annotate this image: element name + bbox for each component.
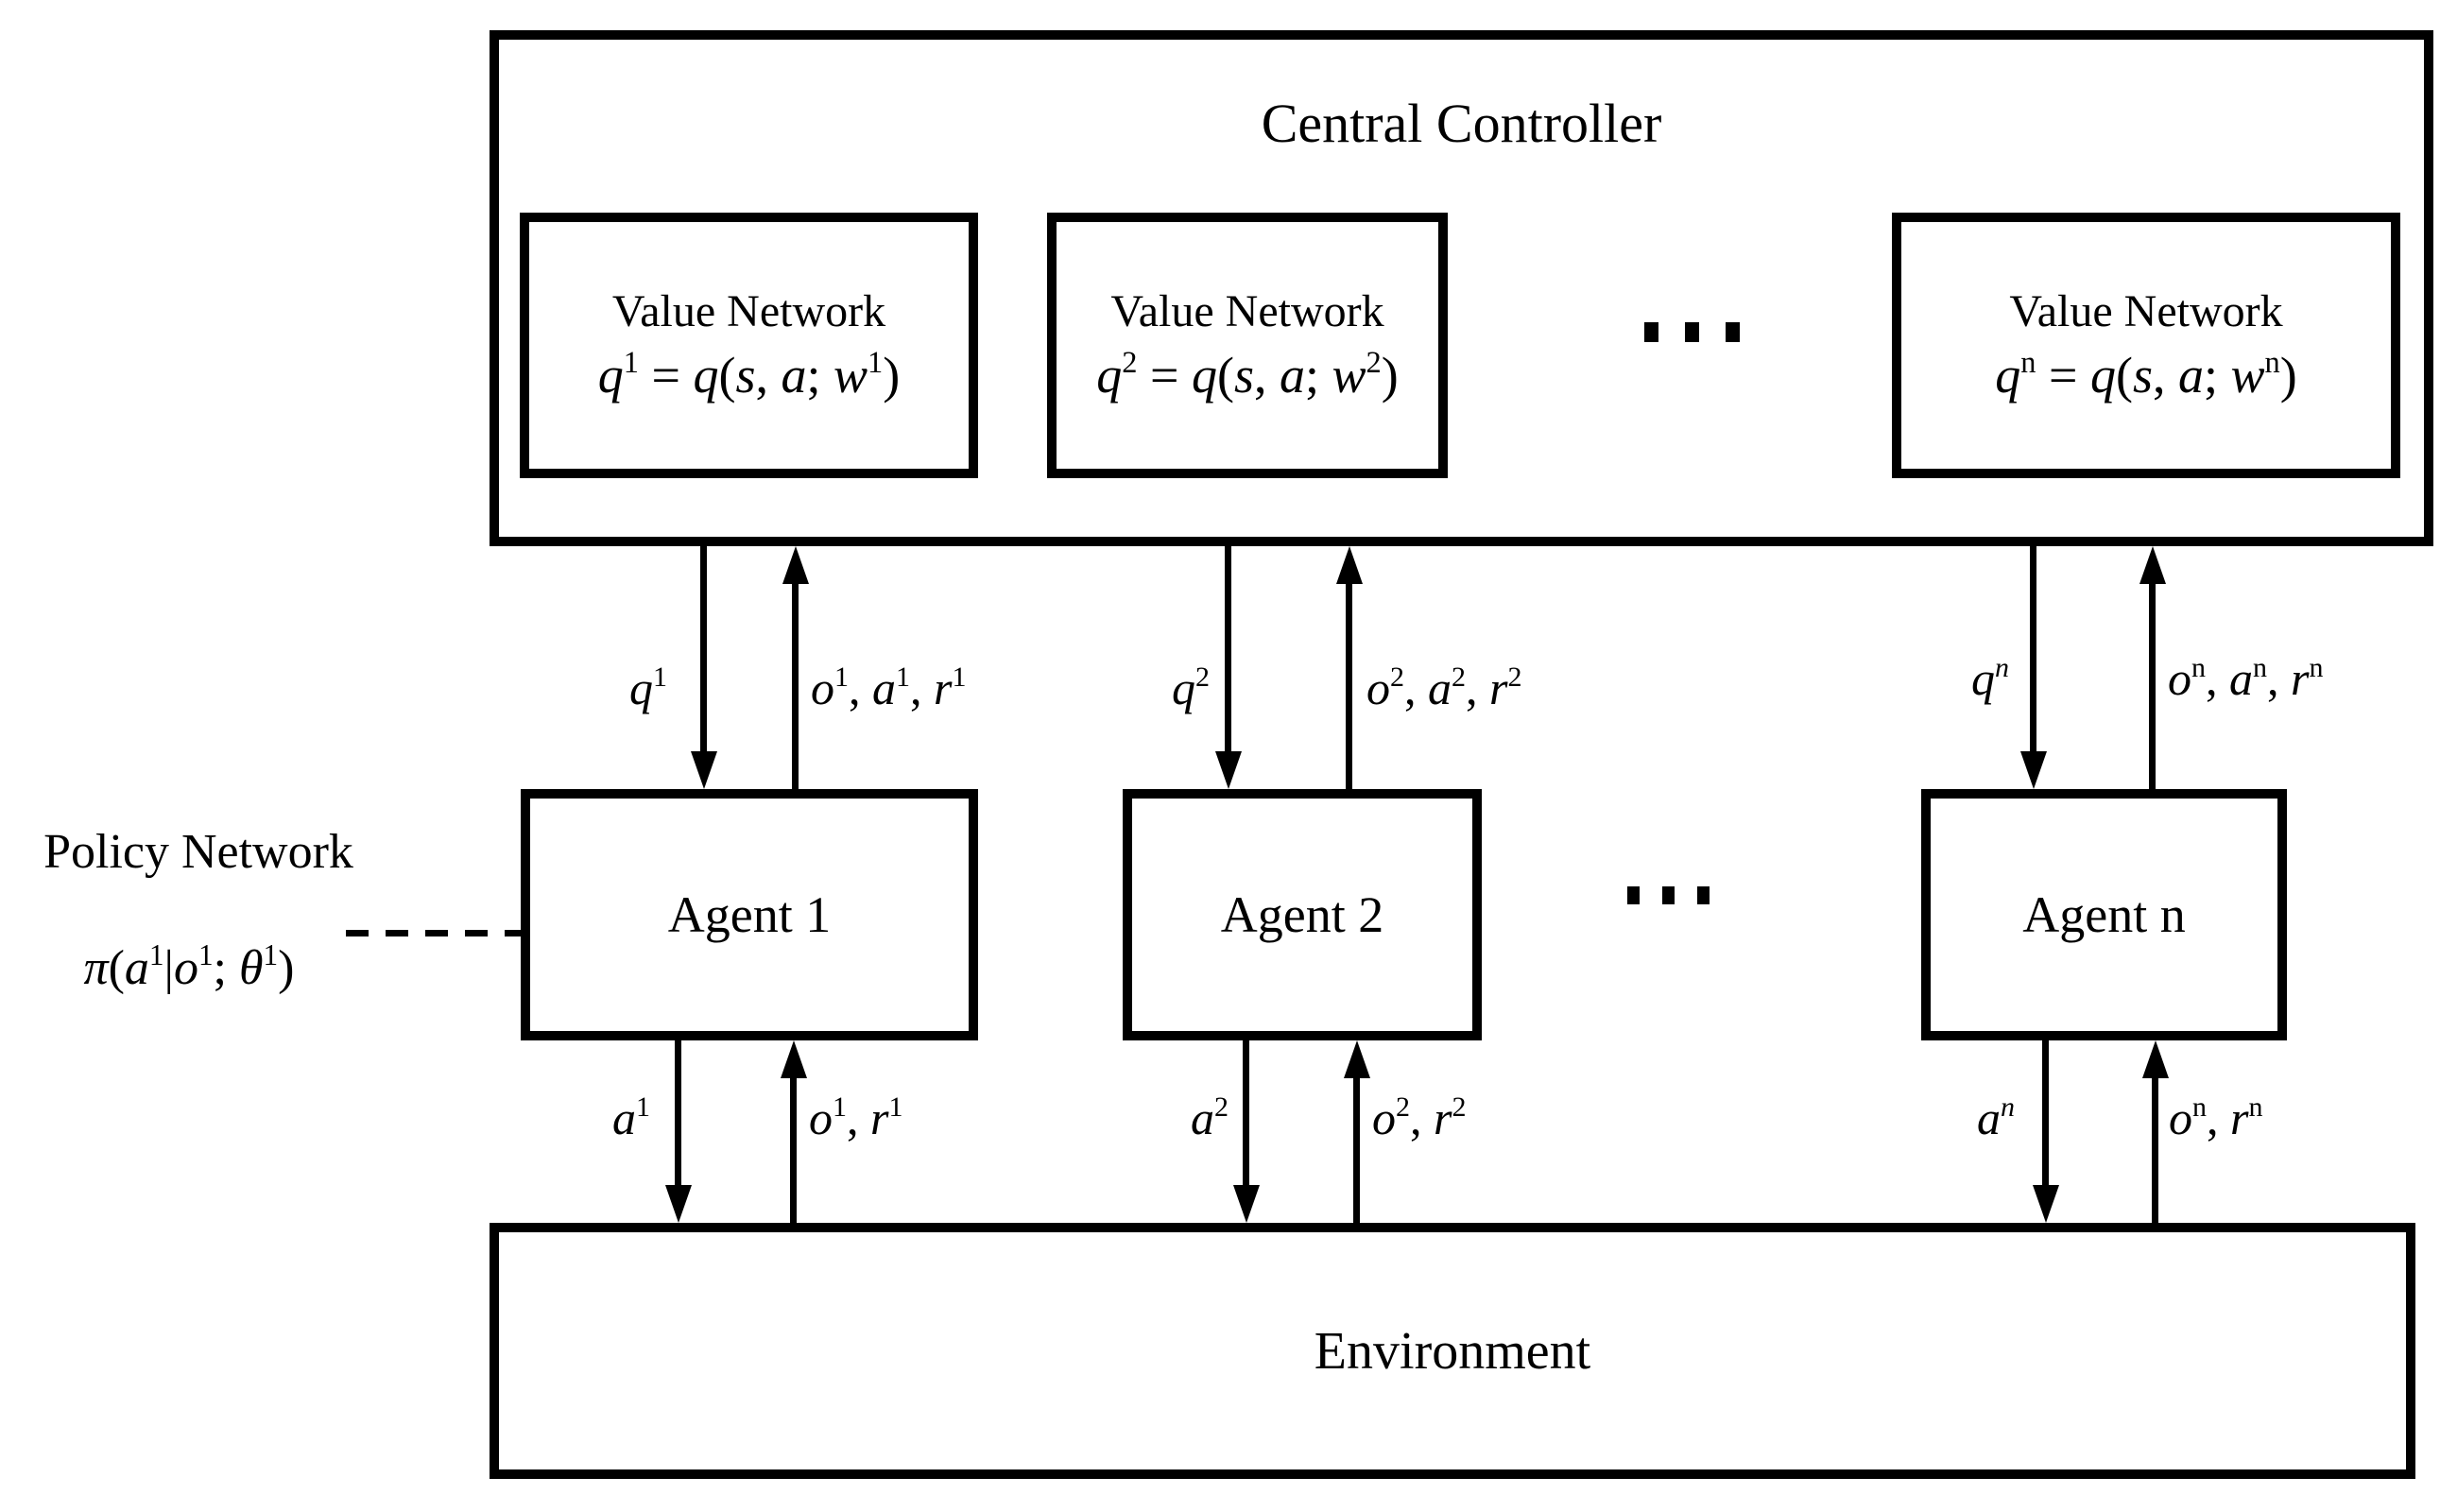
policy-dashed-connector <box>346 930 521 936</box>
arrow-line <box>2152 1077 2158 1223</box>
dot <box>1662 886 1675 904</box>
arrow-line <box>675 1040 681 1185</box>
arrow-line <box>700 546 707 751</box>
environment-label: Environment <box>1314 1321 1591 1381</box>
value-network-1-box: Value Network q1 = q(s, a; w1) <box>520 213 978 478</box>
arrow-head-down-icon <box>2020 751 2047 789</box>
value-network-1-title: Value Network <box>611 286 886 337</box>
arrow-head-down-icon <box>2033 1185 2059 1223</box>
label-o1a1r1: o1, a1, r1 <box>811 661 967 715</box>
agent-n-box: Agent n <box>1921 789 2287 1040</box>
label-onrn: on, rn <box>2169 1091 2263 1145</box>
value-network-n-formula: qn = q(s, a; wn) <box>1995 345 2297 404</box>
arrow-head-up-icon <box>1344 1040 1370 1078</box>
arrow-head-up-icon <box>781 1040 807 1078</box>
label-q2: q2 <box>1172 661 1210 715</box>
arrow-line <box>1353 1077 1360 1223</box>
agent-2-box: Agent 2 <box>1123 789 1482 1040</box>
policy-network-formula: π(a1|o1; θ1) <box>83 937 295 995</box>
environment-box: Environment <box>490 1223 2415 1479</box>
value-network-1-formula: q1 = q(s, a; w1) <box>597 345 901 404</box>
agent-2-label: Agent 2 <box>1220 886 1384 943</box>
arrow-line <box>1243 1040 1249 1185</box>
agent-1-label: Agent 1 <box>667 886 832 943</box>
arrow-head-down-icon <box>1215 751 1242 789</box>
label-o2r2: o2, r2 <box>1372 1091 1467 1145</box>
arrow-line <box>1225 546 1231 751</box>
ellipsis-top-icon <box>1644 322 1740 342</box>
arrow-line <box>792 583 799 789</box>
value-network-n-title: Value Network <box>2009 286 2283 337</box>
label-o1r1: o1, r1 <box>809 1091 903 1145</box>
arrow-line <box>2030 546 2036 751</box>
label-onanrn: on, an, rn <box>2168 651 2324 706</box>
arrow-head-down-icon <box>1233 1185 1260 1223</box>
label-o2a2r2: o2, a2, r2 <box>1366 661 1522 715</box>
arrow-line <box>1346 583 1352 789</box>
dot <box>1685 322 1699 342</box>
arrow-head-down-icon <box>691 751 717 789</box>
value-network-2-title: Value Network <box>1110 286 1384 337</box>
agent-n-label: Agent n <box>2022 886 2186 943</box>
arrow-head-up-icon <box>2142 1040 2169 1078</box>
dot <box>1726 322 1740 342</box>
ellipsis-agents-icon <box>1627 886 1710 904</box>
label-a1: a1 <box>612 1091 650 1145</box>
dot <box>1627 886 1640 904</box>
arrow-line <box>2042 1040 2049 1185</box>
agent-1-box: Agent 1 <box>521 789 978 1040</box>
arrow-line <box>2149 583 2156 789</box>
arrow-head-up-icon <box>2139 546 2166 584</box>
arrow-head-up-icon <box>782 546 809 584</box>
label-an: an <box>1977 1091 2015 1145</box>
label-qn: qn <box>1971 651 2009 706</box>
arrow-head-down-icon <box>665 1185 692 1223</box>
arrow-head-up-icon <box>1336 546 1363 584</box>
label-a2: a2 <box>1191 1091 1229 1145</box>
arrow-line <box>790 1077 797 1223</box>
value-network-2-formula: q2 = q(s, a; w2) <box>1096 345 1399 404</box>
dot <box>1697 886 1710 904</box>
policy-network-label: Policy Network <box>43 825 353 879</box>
value-network-n-box: Value Network qn = q(s, a; wn) <box>1892 213 2400 478</box>
dot <box>1644 322 1658 342</box>
central-controller-title: Central Controller <box>1261 93 1662 154</box>
value-network-2-box: Value Network q2 = q(s, a; w2) <box>1047 213 1448 478</box>
label-q1: q1 <box>629 661 667 715</box>
